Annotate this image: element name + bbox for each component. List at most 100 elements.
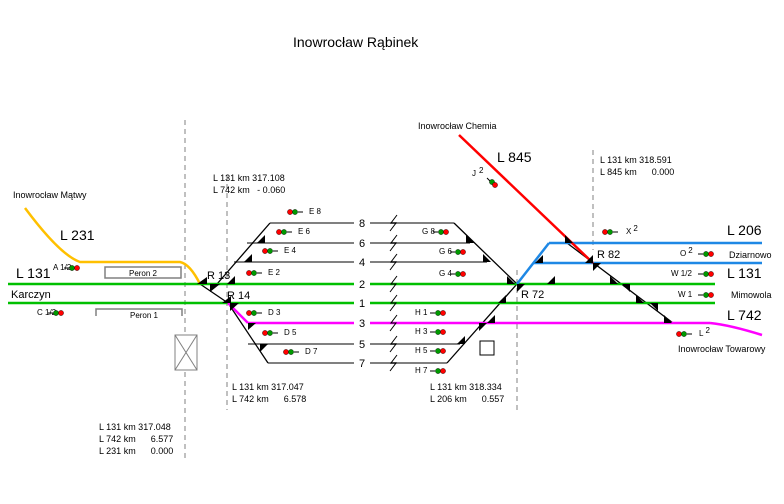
kilometrage-k5: L 131 km 318.591 L 845 km 0.000: [600, 155, 674, 177]
signal-a12: A 1/2: [53, 263, 80, 272]
signal-lamp-icon: [430, 348, 446, 354]
switch-markers: [197, 235, 672, 352]
signal-label: E 6: [298, 227, 311, 236]
post-r14: R 14: [227, 290, 250, 302]
direction-chemia: Inowrocław Chemia: [418, 121, 497, 131]
svg-text:L 131 km 317.108: L 131 km 317.108: [213, 173, 285, 183]
svg-text:L 742 km - 0.060: L 742 km - 0.060: [213, 185, 285, 195]
track-numbers: 8 6 4 2 1 3 5 7: [359, 218, 365, 370]
signal-d3: D 3: [246, 308, 281, 317]
signal-lamp-icon: [48, 310, 64, 316]
direction-mimowola: Mimowola: [731, 290, 772, 300]
signal-e6: E 6: [276, 227, 311, 236]
signal-label: D 7: [305, 347, 318, 356]
line-231-label: L 231: [60, 227, 95, 243]
svg-text:L 742 km 6.577: L 742 km 6.577: [99, 434, 173, 444]
line-131-label-east: L 131: [727, 265, 762, 281]
kilometrage-k3: L 131 km 317.048 L 742 km 6.577 L 231 km…: [99, 422, 173, 456]
signal-label: W 1: [678, 290, 693, 299]
svg-text:L 845 km 0.000: L 845 km 0.000: [600, 167, 674, 177]
signal-g4: G 4: [439, 269, 466, 278]
line-231-track: [23, 207, 202, 285]
line-742-label: L 742: [727, 307, 762, 323]
platform-1: [95, 308, 183, 316]
signal-label: H 5: [415, 346, 428, 355]
signals: A 1/2 C 1/2 E 8 E 6 E 4 E 2 D 3 D 5 D 7 G 8 G 6 G 4…: [37, 166, 714, 375]
line-845-label: L 845: [497, 149, 532, 165]
signal-lamp-icon: [602, 229, 618, 235]
signal-e8: E 8: [287, 207, 322, 216]
signal-lamp-icon: [283, 349, 299, 355]
signal-label: E 8: [309, 207, 322, 216]
signal-d7: D 7: [283, 347, 318, 356]
signal-box-icon: [479, 340, 495, 356]
kilometrage-k1: L 131 km 317.108 L 742 km - 0.060: [213, 173, 285, 195]
signal-label: H 3: [415, 327, 428, 336]
signal-label: G 6: [439, 247, 452, 256]
signal-label: D 5: [284, 328, 297, 337]
signal-lamp-icon: [262, 248, 278, 254]
signal-lamp-icon: [676, 331, 692, 337]
signal-lamp-icon: [698, 292, 714, 298]
svg-text:L 131 km 318.591: L 131 km 318.591: [600, 155, 672, 165]
platform-1-label: Peron 1: [130, 311, 159, 320]
signal-lamp-icon: [430, 329, 446, 335]
signal-h1: H 1: [415, 308, 446, 317]
track-number: 7: [359, 358, 365, 370]
signal-lamp-icon: [64, 265, 80, 271]
signal-label: G 4: [439, 269, 452, 278]
line-131-label-west: L 131: [16, 265, 51, 281]
post-r72: R 72: [521, 289, 544, 301]
signal-lamp-icon: [486, 177, 498, 188]
signal-lamp-icon: [246, 270, 262, 276]
signal-label: A 1/2: [53, 263, 72, 272]
signal-label: H 1: [415, 308, 428, 317]
insulated-joints: [389, 214, 398, 372]
direction-matwy: Inowrocław Mątwy: [13, 190, 87, 200]
svg-text:L 231 km 0.000: L 231 km 0.000: [99, 446, 173, 456]
signal-g8: G 8: [422, 227, 449, 236]
track-number: 1: [359, 298, 365, 310]
signal-label: E 4: [284, 246, 297, 255]
siding-tracks: [234, 222, 487, 364]
signal-label: W 1/2: [671, 269, 692, 278]
line-206-label: L 206: [727, 222, 762, 238]
signal-lamp-icon: [430, 310, 446, 316]
track-number: 4: [359, 257, 365, 269]
direction-towarowy: Inowrocław Towarowy: [678, 344, 766, 354]
svg-text:L 131 km 317.048: L 131 km 317.048: [99, 422, 171, 432]
station-title: Inowrocław Rąbinek: [293, 34, 419, 50]
direction-karczyn: Karczyn: [11, 289, 51, 301]
signal-w12: W 1/2: [671, 269, 714, 278]
signal-lamp-icon: [276, 229, 292, 235]
svg-text:L 742 km 6.578: L 742 km 6.578: [232, 394, 306, 404]
signal-label: G 8: [422, 227, 435, 236]
signal-lamp-icon: [450, 271, 466, 277]
post-r82: R 82: [597, 249, 620, 261]
signal-lamp-icon: [433, 229, 449, 235]
signal-g6: G 6: [439, 247, 466, 256]
signal-e2: E 2: [246, 268, 281, 277]
track-number: 3: [359, 318, 365, 330]
signal-c12: C 1/2: [37, 308, 64, 317]
platform-2: [104, 266, 182, 279]
signal-lamp-icon: [698, 251, 714, 257]
signal-lamp-icon: [287, 209, 303, 215]
track-number: 5: [359, 339, 365, 351]
track-number: 2: [359, 279, 365, 291]
svg-text:L 206 km 0.557: L 206 km 0.557: [430, 394, 504, 404]
svg-text:L 131 km 317.047: L 131 km 317.047: [232, 382, 304, 392]
signal-h7: H 7: [415, 366, 446, 375]
signal-lamp-icon: [698, 271, 714, 277]
kilometrage-k2: L 131 km 317.047 L 742 km 6.578: [232, 382, 306, 404]
signal-lamp-icon: [430, 368, 446, 374]
platform-2-label: Peron 2: [129, 269, 158, 278]
post-r13: R 13: [207, 270, 230, 282]
